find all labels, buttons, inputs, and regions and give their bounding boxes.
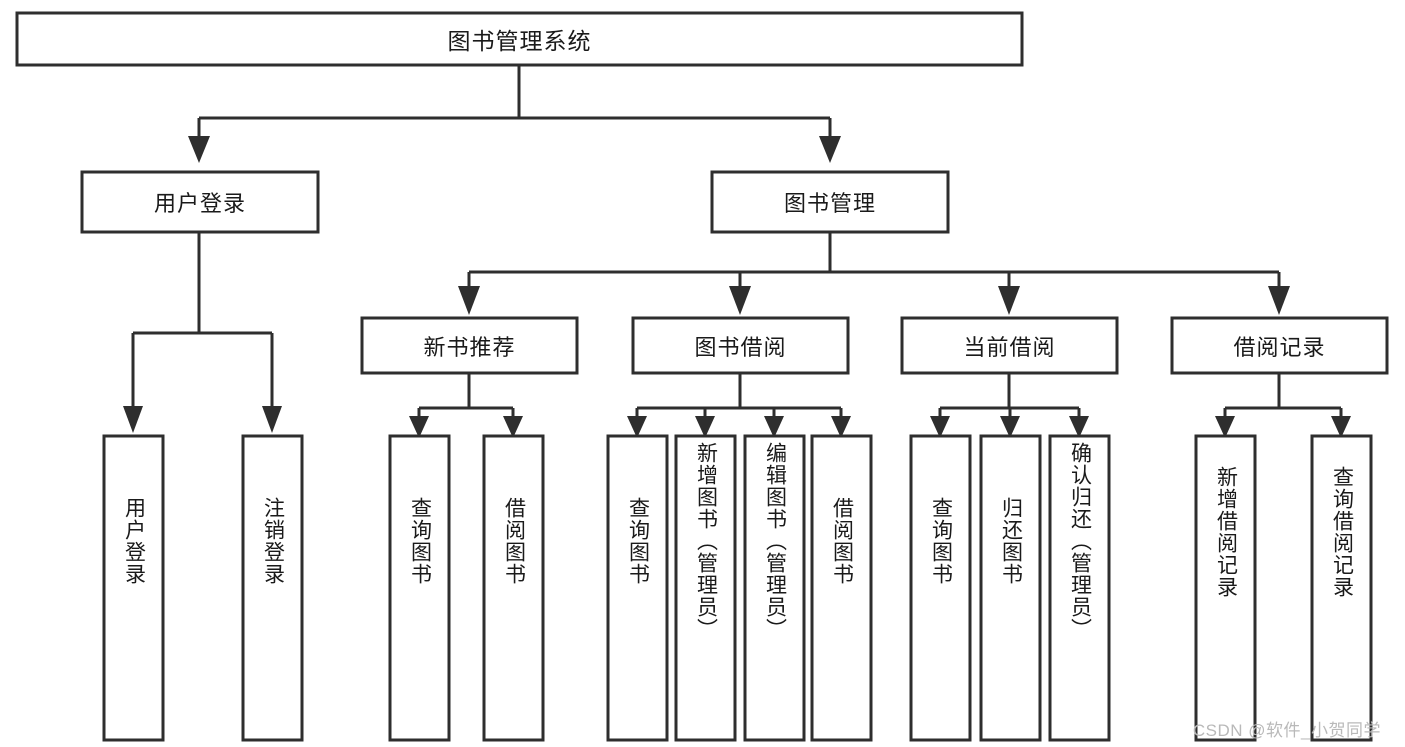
arrowhead-bb-leaf-4 — [831, 416, 851, 438]
node-leaf-user-login[interactable] — [102, 434, 165, 742]
node-leaf-br-add-record[interactable] — [1194, 434, 1257, 742]
node-leaf-cb-query-books[interactable] — [909, 434, 972, 742]
arrowhead-bb-leaf-1 — [627, 416, 647, 438]
arrowhead-cb-leaf-2 — [1000, 416, 1020, 438]
node-current-borrow[interactable] — [900, 316, 1119, 375]
node-root-book-management-system[interactable] — [15, 11, 1024, 67]
arrowhead-bb-leaf-3 — [764, 416, 784, 438]
node-leaf-bb-edit-book-admin[interactable] — [743, 434, 806, 742]
arrowhead-current-borrow — [998, 286, 1020, 315]
node-book-management[interactable] — [710, 170, 950, 234]
node-leaf-br-query-record[interactable] — [1310, 434, 1373, 742]
arrowhead-user-login-leaf-1 — [123, 406, 143, 433]
arrowhead-new-book-recommend — [458, 286, 480, 315]
node-leaf-cb-return-books[interactable] — [979, 434, 1042, 742]
arrowhead-user-login-leaf-2 — [262, 406, 282, 433]
node-leaf-bb-add-book-admin[interactable] — [674, 434, 737, 742]
arrowhead-br-leaf-1 — [1215, 416, 1235, 438]
node-leaf-bb-query-books[interactable] — [606, 434, 669, 742]
node-leaf-nbr-query-books[interactable] — [388, 434, 451, 742]
arrowhead-borrow-record — [1268, 286, 1290, 315]
node-borrow-record[interactable] — [1170, 316, 1389, 375]
node-user-login[interactable] — [80, 170, 320, 234]
arrowhead-user-login — [188, 136, 210, 163]
arrowhead-bb-leaf-2 — [695, 416, 715, 438]
arrowhead-nbr-leaf-2 — [503, 416, 523, 438]
node-book-borrow[interactable] — [631, 316, 850, 375]
arrowhead-cb-leaf-3 — [1069, 416, 1089, 438]
node-leaf-bb-borrow-books[interactable] — [810, 434, 873, 742]
arrowhead-book-management — [819, 136, 841, 163]
node-leaf-nbr-borrow-books[interactable] — [482, 434, 545, 742]
arrowhead-nbr-leaf-1 — [409, 416, 429, 438]
arrowhead-cb-leaf-1 — [930, 416, 950, 438]
node-new-book-recommend[interactable] — [360, 316, 579, 375]
watermark: CSDN @软件_小贺同学 — [1192, 721, 1381, 740]
arrowhead-br-leaf-2 — [1331, 416, 1351, 438]
node-leaf-logout[interactable] — [241, 434, 304, 742]
arrowhead-book-borrow — [729, 286, 751, 315]
node-leaf-cb-confirm-return-admin[interactable] — [1048, 434, 1111, 742]
